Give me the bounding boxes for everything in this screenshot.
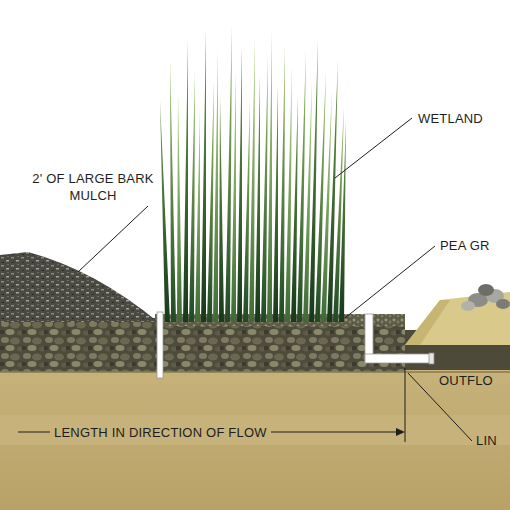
outflow-label: OUTFLO — [439, 372, 493, 389]
length-dimension: LENGTH IN DIRECTION OF FLOW — [50, 424, 271, 441]
mulch-label: 2' OF LARGE BARK MULCH — [28, 170, 158, 204]
wetland-label: WETLAND — [418, 110, 483, 127]
wetland-reeds — [160, 25, 346, 322]
liner-label: LIN — [476, 432, 497, 449]
pea-gravel-label: PEA GR — [440, 237, 490, 254]
